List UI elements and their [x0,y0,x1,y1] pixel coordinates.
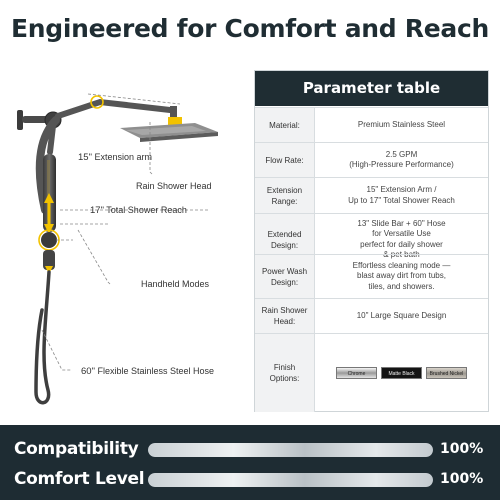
parameter-label-line: Flow Rate: [265,155,304,165]
parameter-value-line: (High-Pressure Performance) [349,160,454,169]
extension-arm [55,98,173,119]
parameter-label-line: Head: [273,317,296,326]
parameter-value-line: 10" Large Square Design [356,310,447,320]
parameter-value-line: 13" Slide Bar + 60" Hose [357,218,446,228]
flexible-hose [34,270,51,405]
parameter-row: Material: Premium Stainless Steel [255,107,488,142]
head-connector-highlight [168,117,182,126]
parameter-label-line: Options: [269,374,300,383]
callout-handheld-modes: Handheld Modes [141,279,210,289]
callout-hose: 60" Flexible Stainless Steel Hose [81,366,215,377]
wall-flange [17,110,23,130]
parameter-row: Flow Rate: 2.5 GPM(High-Pressure Performa… [255,142,488,177]
parameter-label-line: Finish [273,363,296,372]
parameter-label: Flow Rate: [255,143,315,177]
parameter-value-line: for Versatile Use [372,229,431,238]
parameter-label-line: Power Wash [261,266,308,276]
parameter-value-line: blast away dirt from tubs, [357,271,446,281]
parameter-label-line: Extended [267,229,302,239]
parameter-value: 2.5 GPM(High-Pressure Performance) [315,143,488,177]
finish-chrome: Chrome [336,367,377,379]
parameter-table-title: Parameter table [255,71,488,106]
arm-joint-highlight [90,95,104,109]
finish-brushed-nickel: Brushed Nickel [426,367,467,379]
parameter-label: Material: [255,108,315,142]
parameter-value: 10" Large Square Design [315,299,488,333]
finish-swatches: Chrome Matte Black Brushed Nickel [336,367,467,379]
rating-panel: Compatibility 100% Comfort Level 100% [0,425,500,500]
meter-track-comfort [148,473,433,487]
parameter-label-line: Rain Shower [261,306,308,315]
parameter-value-line: Effortless cleaning mode — [352,260,451,270]
slide-bar [35,116,60,214]
meter-label-compatibility: Compatibility [14,439,139,459]
rain-head-graphic [120,123,218,142]
shower-illustration [17,93,218,405]
parameter-label-line: Material: [269,120,300,130]
callout-rain-head: Rain Shower Head [136,181,212,191]
meter-label-comfort: Comfort Level [14,469,145,489]
callout-extension-arm: 15" Extension arm [78,152,152,163]
mode-selector [41,232,57,248]
parameter-value: 15" Extension Arm /Up to 17" Total Showe… [315,178,488,213]
parameter-value-line: Up to 17" Total Shower Reach [348,195,455,205]
parameter-value: Premium Stainless Steel [315,108,488,142]
meter-fill-comfort [148,473,433,487]
meter-track-compatibility [148,443,433,457]
parameter-label-line: Design: [270,277,299,287]
parameter-value-line: Premium Stainless Steel [357,119,446,129]
parameter-value: Chrome Matte Black Brushed Nickel [315,334,488,412]
shower-diagram: 15" Extension arm Rain Shower Head 17" T… [0,60,250,420]
parameter-value-line: tiles, and showers. [368,281,435,291]
parameter-value-line: 15" Extension Arm / [366,185,437,194]
parameter-label-line: Design: [270,240,299,250]
wall-pipe [22,116,50,123]
callout-total-reach: 17" Total Shower Reach [90,205,187,216]
meter-fill-compatibility [148,443,433,457]
parameter-label-line: Range: [271,196,298,206]
parameter-table: Parameter table Material: Premium Stainle… [254,70,489,412]
finish-matte-black: Matte Black [381,367,422,379]
page-headline: Engineered for Comfort and Reach [11,14,489,43]
parameter-value: Effortless cleaning mode —blast away dir… [315,255,488,298]
parameter-value-line: perfect for daily shower [360,239,443,249]
parameter-label-line: Extension [266,185,303,195]
slide-arrow-icon [44,193,54,234]
parameter-value-line: 2.5 GPM [385,149,418,159]
meter-value-comfort: 100% [440,471,484,487]
meter-value-compatibility: 100% [440,441,484,457]
